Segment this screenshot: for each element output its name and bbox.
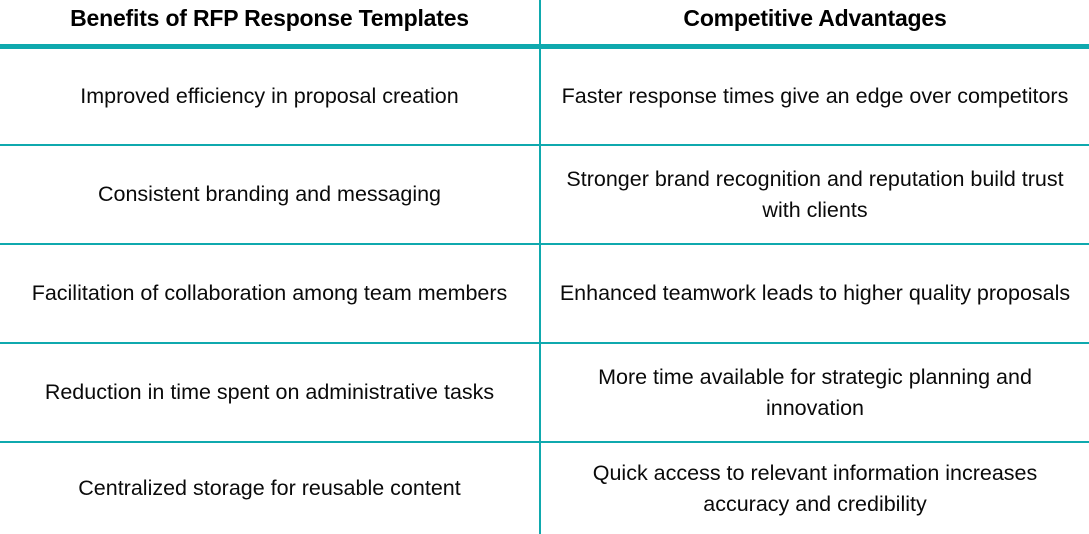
cell-benefit-2: Consistent branding and messaging — [0, 145, 540, 245]
cell-benefit-1: Improved efficiency in proposal creation — [0, 46, 540, 146]
cell-advantage-5: Quick access to relevant information inc… — [539, 442, 1089, 534]
table-row: Reduction in time spent on administrativ… — [0, 343, 1089, 443]
column-header-benefits: Benefits of RFP Response Templates — [0, 0, 540, 49]
table-header: Benefits of RFP Response Templates Compe… — [0, 0, 1089, 49]
column-header-advantages: Competitive Advantages — [539, 0, 1089, 49]
header-row: Benefits of RFP Response Templates Compe… — [0, 0, 1089, 49]
table-row: Consistent branding and messaging Strong… — [0, 145, 1089, 245]
table-row: Facilitation of collaboration among team… — [0, 244, 1089, 344]
table-row: Improved efficiency in proposal creation… — [0, 46, 1089, 146]
cell-advantage-3: Enhanced teamwork leads to higher qualit… — [539, 244, 1089, 344]
cell-advantage-4: More time available for strategic planni… — [539, 343, 1089, 443]
cell-benefit-3: Facilitation of collaboration among team… — [0, 244, 540, 344]
cell-advantage-1: Faster response times give an edge over … — [539, 46, 1089, 146]
cell-benefit-4: Reduction in time spent on administrativ… — [0, 343, 540, 443]
table-row: Centralized storage for reusable content… — [0, 442, 1089, 534]
cell-benefit-5: Centralized storage for reusable content — [78, 476, 461, 501]
table-body: Improved efficiency in proposal creation… — [0, 46, 1089, 534]
cell-advantage-2: Stronger brand recognition and reputatio… — [539, 145, 1089, 245]
